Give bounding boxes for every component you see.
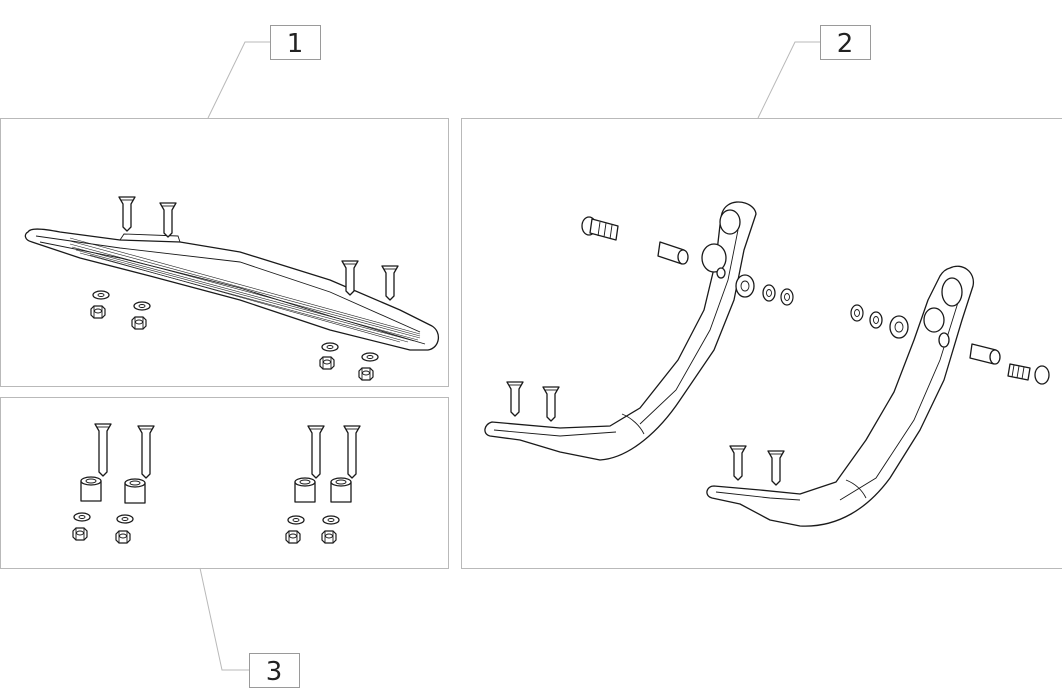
footplate-washer-3 xyxy=(321,342,339,352)
callout-1-label: 1 xyxy=(287,29,304,59)
leader-3 xyxy=(199,567,249,671)
panel-3-frame xyxy=(0,397,449,569)
callout-3-label: 3 xyxy=(266,657,283,687)
footplate-grip-pattern xyxy=(69,237,421,343)
footplate-nut-2 xyxy=(131,316,147,330)
bracket-screw-left-2 xyxy=(542,386,560,422)
footplate-washer-4 xyxy=(361,352,379,362)
bracket-sleeve-right xyxy=(969,343,1001,365)
bracket-nut-right xyxy=(850,304,864,322)
kit-washer-2 xyxy=(116,514,134,524)
bracket-sleeve-left xyxy=(657,241,689,265)
callout-2-label: 2 xyxy=(837,29,854,59)
bracket-screw-right-2 xyxy=(767,450,785,486)
kit-spacer-1 xyxy=(80,476,102,502)
callout-3: 3 xyxy=(249,653,300,688)
bracket-pin-left xyxy=(581,216,619,241)
bracket-washer-left-small xyxy=(762,284,776,302)
kit-bolt-2 xyxy=(137,425,155,479)
bracket-screw-left-1 xyxy=(506,381,524,417)
leader-2 xyxy=(757,41,820,119)
hanger-bracket-left xyxy=(484,201,757,461)
kit-spacer-2 xyxy=(124,478,146,504)
callout-1: 1 xyxy=(270,25,321,60)
callout-2: 2 xyxy=(820,25,871,60)
panel-2-frame xyxy=(461,118,1062,569)
bracket-screw-right-1 xyxy=(729,445,747,481)
kit-nut-4 xyxy=(321,530,337,544)
kit-spacer-3 xyxy=(294,477,316,503)
kit-bolt-4 xyxy=(343,425,361,479)
kit-washer-3 xyxy=(287,515,305,525)
bracket-nut-left xyxy=(780,288,794,306)
bracket-washer-left-large xyxy=(735,274,755,298)
footplate xyxy=(24,228,439,351)
kit-nut-2 xyxy=(115,530,131,544)
hanger-bracket-right xyxy=(706,265,975,527)
kit-nut-1 xyxy=(72,527,88,541)
kit-washer-1 xyxy=(73,512,91,522)
footplate-nut-4 xyxy=(358,367,374,381)
leader-1 xyxy=(207,41,270,119)
footplate-nut-3 xyxy=(319,356,335,370)
bracket-washer-right-small xyxy=(869,311,883,329)
kit-nut-3 xyxy=(285,530,301,544)
bracket-pin-right xyxy=(1007,363,1050,385)
footplate-screw-4 xyxy=(381,265,399,301)
kit-bolt-3 xyxy=(307,425,325,479)
kit-spacer-4 xyxy=(330,477,352,503)
footplate-washer-1 xyxy=(92,290,110,300)
kit-washer-4 xyxy=(322,515,340,525)
footplate-screw-1 xyxy=(118,196,136,232)
bracket-washer-right-large xyxy=(889,315,909,339)
panel-1-frame xyxy=(0,118,449,387)
footplate-washer-2 xyxy=(133,301,151,311)
kit-bolt-1 xyxy=(94,423,112,477)
footplate-nut-1 xyxy=(90,305,106,319)
footplate-screw-2 xyxy=(159,202,177,238)
